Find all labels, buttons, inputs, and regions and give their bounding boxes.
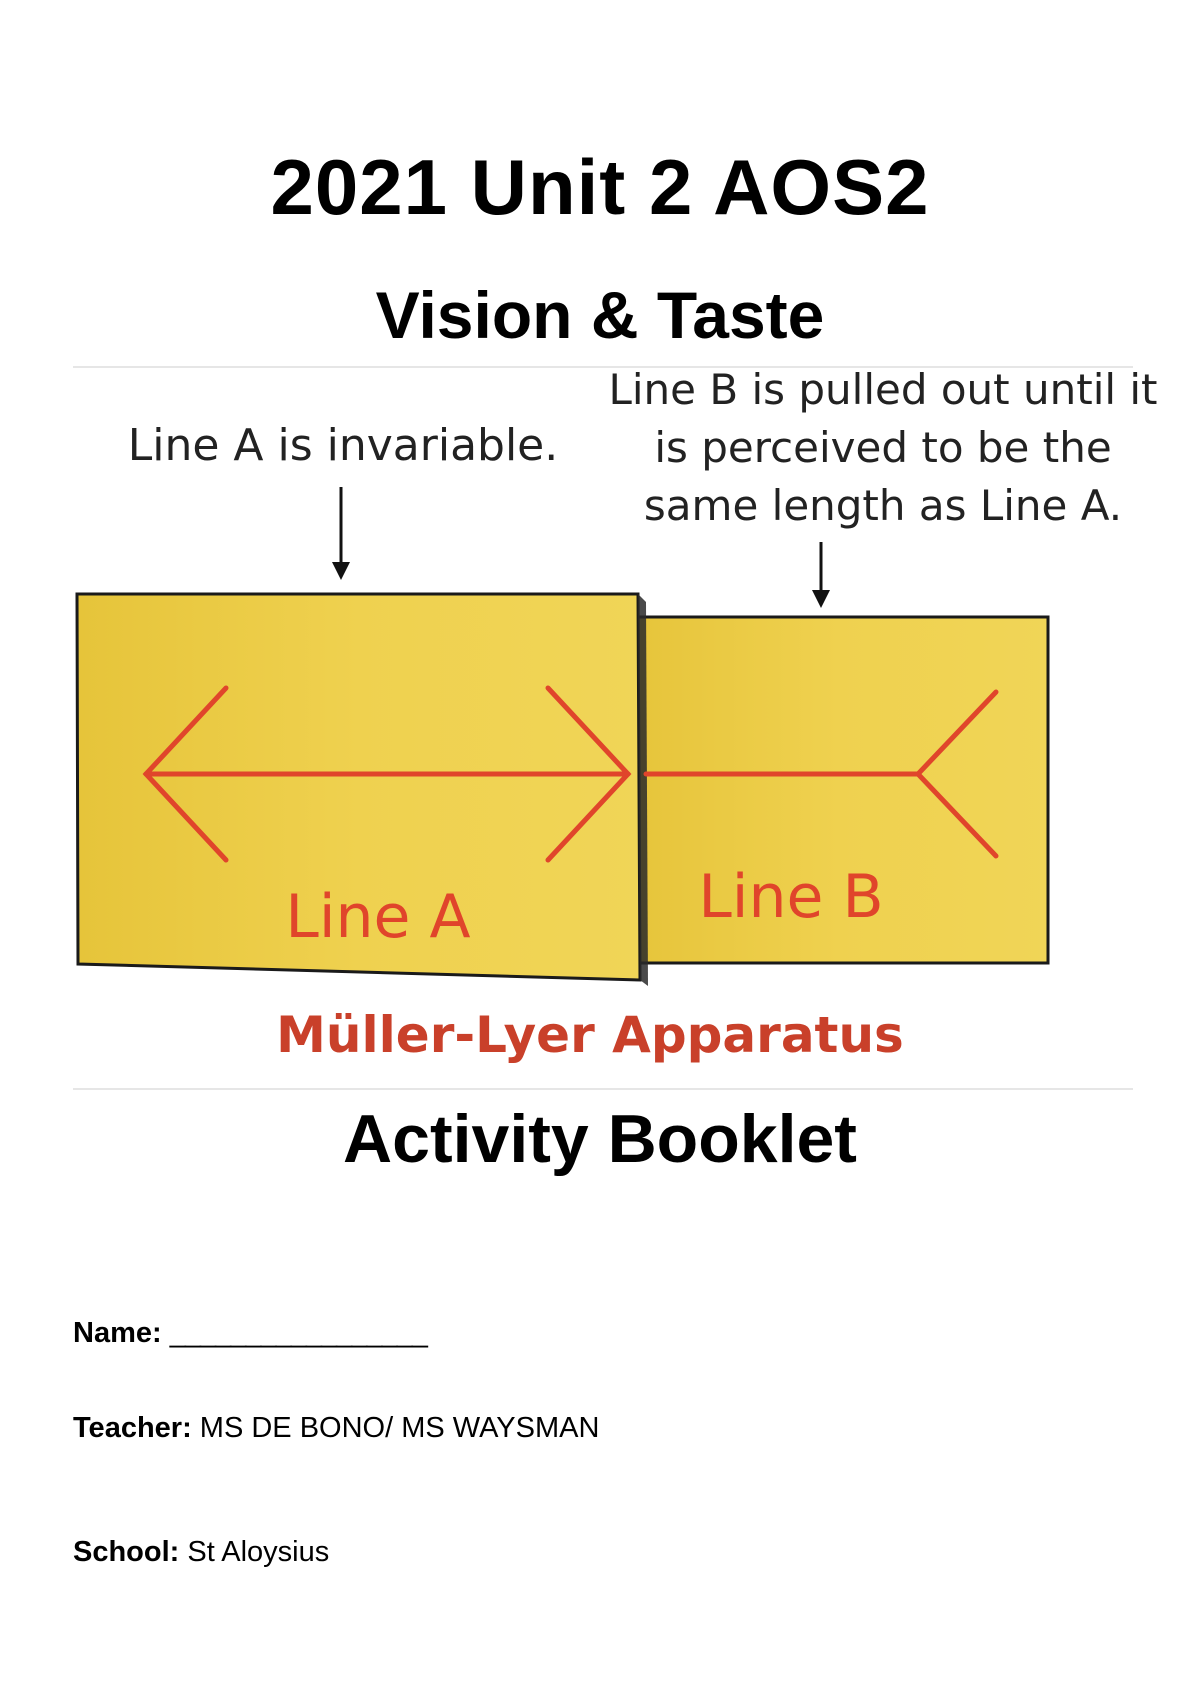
school-label: School: [73, 1536, 188, 1568]
name-label: Name: [73, 1317, 170, 1349]
figure-caption: Müller-Lyer Apparatus [276, 1006, 904, 1064]
school-value: St Aloysius [187, 1536, 330, 1568]
teacher-label: Teacher: [73, 1412, 200, 1444]
arrow-to-line-b [812, 542, 830, 608]
arrow-to-line-a [332, 487, 350, 580]
line-b-fins [643, 689, 999, 859]
document-subtitle: Vision & Taste [375, 278, 825, 352]
booklet-title: Activity Booklet [343, 1101, 857, 1177]
note-line-b: Line B is pulled out until it is perceiv… [608, 365, 1157, 530]
teacher-field: Teacher: MS DE BONO/ MS WAYSMAN [73, 1412, 599, 1445]
name-field[interactable]: Name: _________________ [73, 1317, 428, 1350]
line-a-arrows [142, 685, 632, 863]
line-b-card [626, 615, 1050, 965]
note-line-b-1: Line B is pulled out until it [608, 365, 1157, 414]
bottom-divider [73, 1088, 1133, 1090]
document-title: 2021 Unit 2 AOS2 [270, 143, 930, 231]
name-blank[interactable]: _________________ [169, 1317, 428, 1349]
note-line-a: Line A is invariable. [128, 420, 559, 471]
line-a-card-edge [638, 594, 648, 986]
line-b-label: Line B [698, 862, 883, 932]
note-line-b-3: same length as Line A. [644, 481, 1122, 530]
line-a-label: Line A [285, 882, 470, 952]
teacher-value: MS DE BONO/ MS WAYSMAN [199, 1412, 600, 1444]
top-divider [73, 366, 1133, 368]
school-field: School: St Aloysius [73, 1536, 329, 1569]
muller-lyer-figure: Line A is invariable. Line B is pulled o… [75, 365, 1158, 1064]
note-line-b-2: is perceived to be the [654, 423, 1111, 472]
